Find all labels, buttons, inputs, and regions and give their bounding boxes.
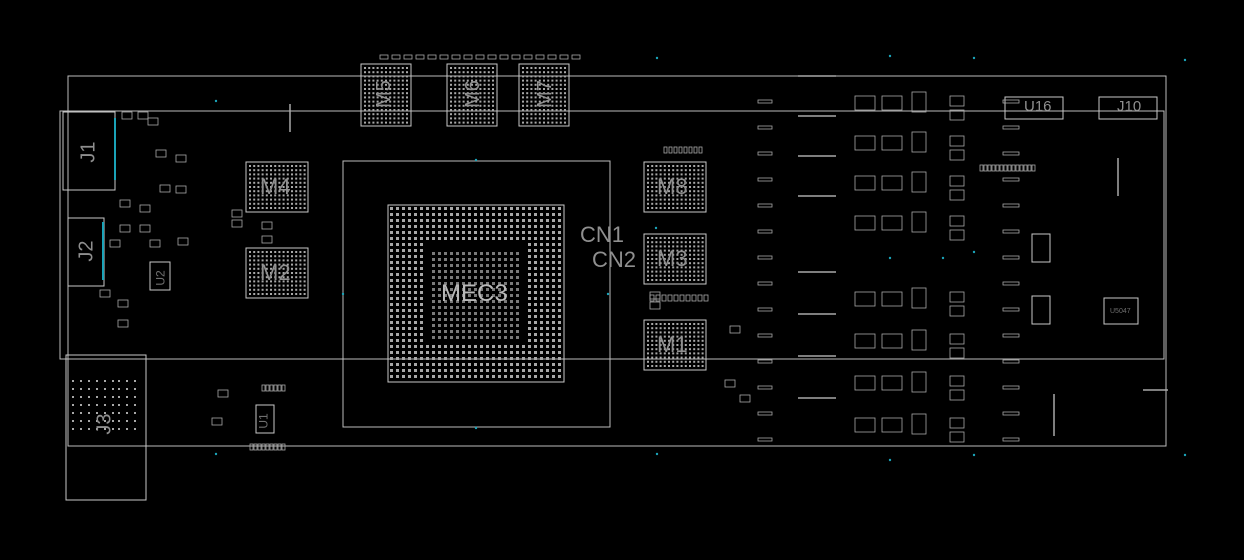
label-m5[interactable]: M5 <box>372 80 395 108</box>
label-m4[interactable]: M4 <box>260 174 291 199</box>
label-mec3[interactable]: MEC3 <box>441 280 508 307</box>
board-components <box>62 54 1187 501</box>
j10-body <box>1098 96 1158 120</box>
m7-chip <box>518 63 570 127</box>
mec3-bga <box>387 204 565 383</box>
label-cn1[interactable]: CN1 <box>580 222 625 247</box>
u5047-body <box>1103 297 1139 325</box>
u2-body <box>149 261 171 291</box>
label-u2[interactable]: U2 <box>153 270 168 286</box>
m2-chip <box>245 247 309 299</box>
label-u5047[interactable]: U5047 <box>1110 308 1131 315</box>
m1-chip <box>643 319 707 371</box>
m3-chip <box>643 233 707 285</box>
label-j10[interactable]: J10 <box>1117 98 1142 115</box>
label-cn2[interactable]: CN2 <box>592 247 637 272</box>
label-m1[interactable]: M1 <box>657 332 688 357</box>
j3-body <box>65 354 147 501</box>
label-m2[interactable]: M2 <box>260 260 291 285</box>
label-u1[interactable]: U1 <box>256 413 271 429</box>
m5-chip <box>360 63 412 127</box>
label-j3[interactable]: J3 <box>93 413 116 435</box>
u1-body <box>255 404 275 434</box>
m4-chip <box>245 161 309 213</box>
label-j2[interactable]: J2 <box>75 240 98 262</box>
label-m7[interactable]: M7 <box>533 80 556 108</box>
u4028-body <box>1031 233 1051 263</box>
board-outline-inner <box>59 110 1165 360</box>
u16-body <box>1004 96 1064 120</box>
label-j1[interactable]: J1 <box>77 141 100 163</box>
m6-chip <box>446 63 498 127</box>
m8-chip <box>643 161 707 213</box>
u4027-body <box>1031 295 1051 325</box>
label-u16[interactable]: U16 <box>1024 98 1052 115</box>
label-m6[interactable]: M6 <box>461 80 484 108</box>
label-m8[interactable]: M8 <box>657 174 688 199</box>
label-m3[interactable]: M3 <box>657 246 688 271</box>
